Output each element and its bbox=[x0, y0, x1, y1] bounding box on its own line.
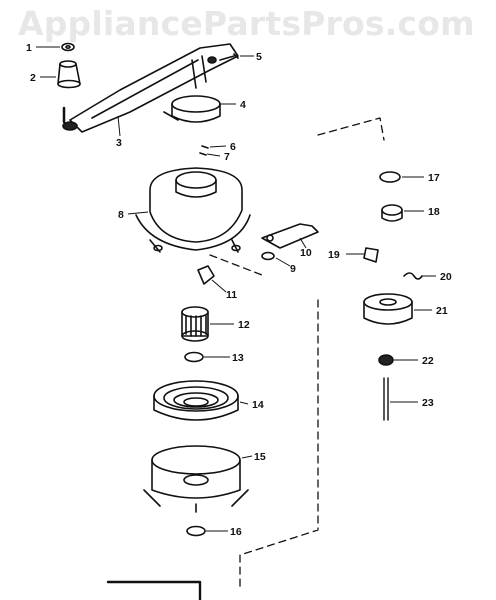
callout-label: 10 bbox=[300, 247, 312, 259]
callout-label: 15 bbox=[254, 451, 266, 463]
part-spring bbox=[153, 380, 239, 421]
callout-label: 6 bbox=[230, 141, 236, 153]
part-bracket bbox=[261, 223, 319, 249]
part-knob bbox=[57, 60, 81, 89]
callout-label: 3 bbox=[116, 137, 122, 149]
part-washer-16 bbox=[186, 525, 206, 537]
part-gear bbox=[181, 306, 209, 342]
part-washer-17 bbox=[379, 171, 401, 183]
callout-label: 8 bbox=[118, 209, 124, 221]
part-base bbox=[143, 445, 249, 513]
part-collar bbox=[381, 204, 403, 222]
part-clip-11 bbox=[197, 265, 215, 285]
callout-label: 17 bbox=[428, 172, 440, 184]
part-pin-7 bbox=[199, 152, 207, 156]
callout-label: 19 bbox=[328, 249, 340, 261]
part-pin-23 bbox=[383, 377, 389, 421]
part-arm bbox=[62, 43, 239, 133]
callout-label: 7 bbox=[224, 151, 230, 163]
callout-label: 14 bbox=[252, 399, 264, 411]
callout-label: 9 bbox=[290, 263, 296, 275]
frame-fragment bbox=[106, 580, 202, 600]
part-nut bbox=[378, 354, 394, 366]
part-band-clip bbox=[163, 95, 221, 123]
watermark: AppliancePartsPros.com bbox=[18, 4, 475, 43]
part-washer-9 bbox=[261, 251, 275, 261]
part-small-spring bbox=[403, 272, 423, 280]
part-pulley bbox=[363, 293, 413, 325]
callout-label: 12 bbox=[238, 319, 250, 331]
callout-label: 22 bbox=[422, 355, 434, 367]
part-tab-19 bbox=[363, 247, 379, 263]
callout-labels: 1 2 3 4 5 6 7 8 9 10 11 12 13 14 15 16 1… bbox=[26, 42, 452, 538]
callout-label: 2 bbox=[30, 72, 36, 84]
callout-label: 11 bbox=[226, 289, 237, 301]
part-pin-6 bbox=[201, 145, 209, 149]
callout-label: 13 bbox=[232, 352, 244, 364]
part-washer-top bbox=[61, 42, 75, 52]
part-housing bbox=[135, 167, 251, 253]
callout-label: 1 bbox=[26, 42, 32, 54]
callout-label: 20 bbox=[440, 271, 452, 283]
assembly-dashed-line bbox=[209, 117, 385, 591]
part-washer-13 bbox=[184, 351, 204, 363]
callout-label: 4 bbox=[240, 99, 246, 111]
callout-label: 5 bbox=[256, 51, 262, 63]
callout-label: 16 bbox=[230, 526, 242, 538]
callout-label: 18 bbox=[428, 206, 440, 218]
callout-label: 21 bbox=[436, 305, 448, 317]
leader-lines bbox=[36, 46, 436, 532]
callout-label: 23 bbox=[422, 397, 434, 409]
part-screw-top bbox=[219, 53, 239, 61]
